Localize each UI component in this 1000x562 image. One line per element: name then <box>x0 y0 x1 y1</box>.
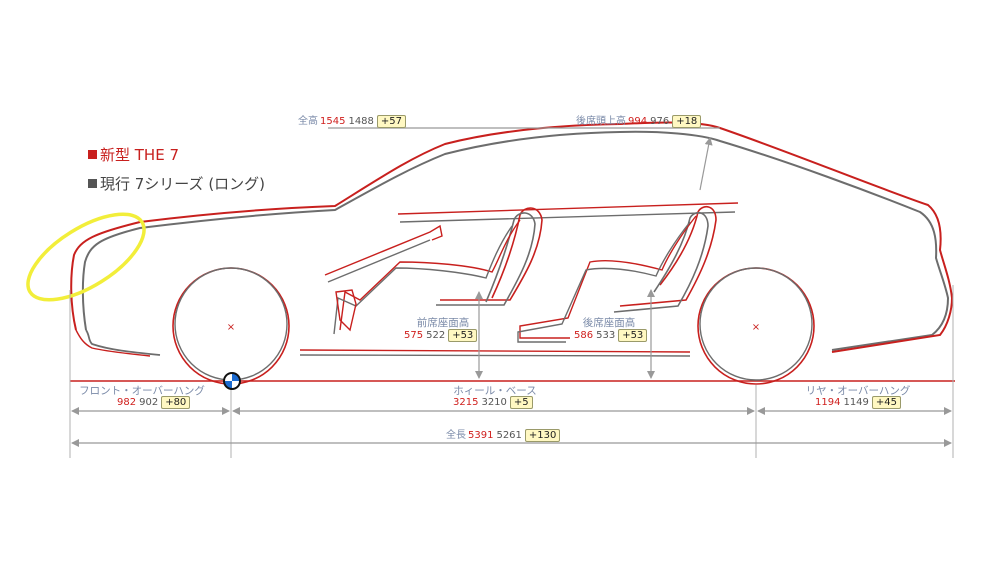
rear-axle-mark: × <box>752 322 760 333</box>
front-arm-current <box>327 239 431 283</box>
front-occupant-new <box>339 219 521 331</box>
current-body-outline <box>81 130 950 351</box>
roof-liner-current <box>399 211 736 223</box>
wheelbase-caption: ホィール・ベース <box>453 385 537 397</box>
front-overhang-caption: フロント・オーバーハング <box>79 385 205 397</box>
front-seat-height-caption: 前席座面高 <box>416 317 470 329</box>
bmw-roundel-icon <box>223 372 241 390</box>
rear-seat-height-caption: 後席座面高 <box>582 317 636 329</box>
front-nose-highlight <box>26 212 146 302</box>
rear-occupant-new <box>519 215 697 339</box>
floor-line-current <box>299 354 691 357</box>
rear-seat-current <box>613 211 709 313</box>
front-seat-current <box>436 212 536 306</box>
rear-seat-new <box>619 205 717 307</box>
legend-new-model: 新型 THE 7 <box>88 144 179 165</box>
legend-current-swatch <box>88 179 97 188</box>
front-occupant-current <box>333 225 513 335</box>
legend-current-model: 現行 7シリーズ (ロング) <box>88 173 265 194</box>
roof-liner-new <box>397 202 739 215</box>
floor-line-new <box>299 349 691 353</box>
front-axle-mark: × <box>227 322 235 333</box>
front-bumper <box>85 329 161 356</box>
rear-overhang-caption: リヤ・オーバーハング <box>805 385 911 397</box>
front-arm <box>324 224 443 276</box>
front-feet-new <box>335 289 357 332</box>
rear-wheel-current <box>699 267 813 381</box>
new-body-outline <box>70 121 954 353</box>
front-bumper-new <box>75 329 151 357</box>
rear-occupant-current <box>517 221 691 343</box>
legend-new-swatch <box>88 150 97 159</box>
front-seat-new <box>440 207 543 301</box>
rear-headroom-arrow <box>699 137 713 191</box>
